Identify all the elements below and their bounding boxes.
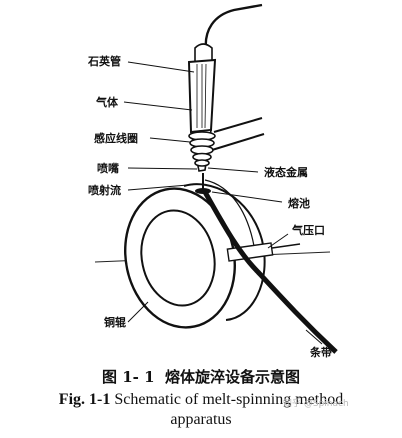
caption-en-title-line1: Schematic of melt-spinning method xyxy=(114,391,344,408)
coil-leads xyxy=(211,117,265,151)
caption-cn-title: 熔体旋淬设备示意图 xyxy=(164,368,300,386)
caption-cn-number: 图 1- 1 xyxy=(101,368,155,386)
label-quartz-tube: 石英管 xyxy=(87,54,121,68)
melt-spinning-diagram: 石英管 气体 感应线圈 喷嘴 液态金属 喷射流 熔池 气压口 铜辊 条带 xyxy=(87,3,338,359)
induction-coil xyxy=(188,131,216,167)
leader-lines xyxy=(123,61,323,345)
gas-hose xyxy=(204,3,263,51)
gas-pressure-port xyxy=(226,242,301,262)
melt-pool xyxy=(195,188,211,194)
label-gas-pressure-port: 气压口 xyxy=(291,223,325,237)
label-gas: 气体 xyxy=(95,95,119,109)
ribbon-strip xyxy=(202,190,338,354)
label-copper-roller: 铜辊 xyxy=(103,315,126,329)
label-melt-pool: 熔池 xyxy=(288,196,310,210)
figure-caption-en: Fig. 1-1 Schematic of melt-spinning meth… xyxy=(0,390,402,430)
label-jet: 喷射流 xyxy=(88,183,121,197)
label-ribbon: 条带 xyxy=(309,345,332,359)
figure-caption-cn: 图 1- 1 熔体旋淬设备示意图 xyxy=(0,366,402,387)
copper-roller xyxy=(124,179,266,329)
caption-en-title-line2: apparatus xyxy=(170,411,232,428)
label-nozzle: 喷嘴 xyxy=(97,161,119,175)
label-induction-coil: 感应线圈 xyxy=(94,131,138,145)
label-liquid-metal: 液态金属 xyxy=(264,165,308,179)
watermark: 知乎 @Spinach xyxy=(283,399,349,409)
caption-en-number: Fig. 1-1 xyxy=(58,391,111,408)
